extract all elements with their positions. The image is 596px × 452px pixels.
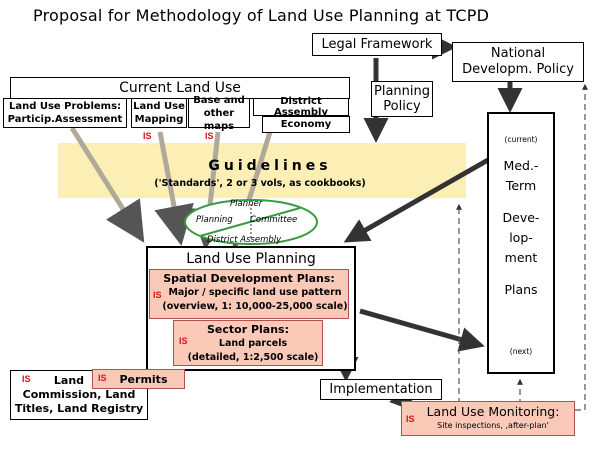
sector-plans-line2: (detailed, 1:2,500 scale) xyxy=(187,352,319,363)
land-commission-line1: Land xyxy=(53,374,85,387)
med-term-next: (next) xyxy=(509,347,533,356)
monitoring-title: Land Use Monitoring: xyxy=(426,404,560,419)
guidelines-subtitle: ('Standards', 2 or 3 vols, as cookbooks) xyxy=(154,178,366,189)
committee-planner-label: Planner xyxy=(230,199,263,209)
committee-district-label: District Assembly xyxy=(207,235,282,245)
monitoring-box: Land Use Monitoring: Site inspections, ,… xyxy=(401,401,575,436)
monitoring-subtitle: Site inspections, ,after-plan' xyxy=(437,421,549,430)
planning-policy-box: Planning Policy xyxy=(371,81,433,117)
national-policy-line2: Developm. Policy xyxy=(462,62,574,77)
legal-framework-label: Legal Framework xyxy=(321,37,433,52)
is-tag-monitoring: IS xyxy=(406,414,415,424)
is-tag-base-maps: IS xyxy=(205,131,214,141)
sector-plans-line1: Land parcels xyxy=(218,338,288,349)
economy-box: Economy xyxy=(262,116,350,133)
land-use-mapping-line2: Mapping xyxy=(134,114,184,125)
med-term-text: Med.- Term Deve- lop- ment Plans xyxy=(489,156,553,300)
committee-committee-label: Committee xyxy=(250,215,298,225)
is-tag-sector: IS xyxy=(179,336,188,346)
land-commission-line3: Titles, Land Registry xyxy=(14,402,144,415)
med-term-line6: Plans xyxy=(504,282,538,297)
land-use-problems-box: Land Use Problems: Particip.Assessment xyxy=(3,98,127,128)
sector-plans-box: Sector Plans: Land parcels (detailed, 1:… xyxy=(173,320,323,366)
committee-planning-label: Planning xyxy=(196,215,233,225)
base-maps-line2: other maps xyxy=(203,107,235,132)
med-term-plans-box: (current) Med.- Term Deve- lop- ment Pla… xyxy=(487,112,555,374)
is-tag-commission: IS xyxy=(22,374,31,384)
land-use-mapping-line1: Land Use xyxy=(133,101,185,112)
med-term-current: (current) xyxy=(504,135,538,144)
legal-framework-box: Legal Framework xyxy=(312,33,442,56)
diagram-title: Proposal for Methodology of Land Use Pla… xyxy=(33,6,490,25)
med-term-line3: Deve- xyxy=(502,210,540,225)
planning-policy-line2: Policy xyxy=(383,99,421,114)
is-tag-mapping: IS xyxy=(143,131,152,141)
district-assembly-label: District Assembly xyxy=(274,96,328,118)
land-use-problems-line1: Land Use Problems: xyxy=(8,101,122,112)
spatial-plans-line1: Major / specific land use pattern xyxy=(168,287,342,298)
sector-plans-title: Sector Plans: xyxy=(206,323,289,336)
land-commission-line2: Commission, Land xyxy=(22,388,136,401)
district-assembly-box: District Assembly xyxy=(253,96,349,118)
land-use-planning-title: Land Use Planning xyxy=(186,251,316,267)
guidelines-title: Guidelines xyxy=(208,158,332,174)
med-term-line4: lop- xyxy=(509,230,533,245)
med-term-line5: ment xyxy=(504,250,538,265)
med-term-line1: Med.- xyxy=(503,158,539,173)
land-use-mapping-box: Land Use Mapping xyxy=(131,98,187,128)
med-term-line2: Term xyxy=(505,178,537,193)
is-tag-spatial: IS xyxy=(153,290,162,300)
spatial-plans-line2: (overview, 1: 10,000-25,000 scale) xyxy=(162,301,348,312)
national-policy-line1: National xyxy=(490,46,546,61)
implementation-box: Implementation xyxy=(320,379,442,400)
planning-policy-line1: Planning xyxy=(374,84,430,99)
national-policy-box: National Developm. Policy xyxy=(452,42,584,82)
permits-box: Permits xyxy=(92,369,185,389)
permits-label: Permits xyxy=(119,372,168,386)
base-maps-box: Base and other maps xyxy=(188,95,250,132)
land-use-problems-line2: Particip.Assessment xyxy=(7,114,123,125)
base-maps-line1: Base and xyxy=(193,94,245,106)
spatial-plans-title: Spatial Development Plans: xyxy=(163,272,335,285)
economy-label: Economy xyxy=(280,119,332,130)
implementation-label: Implementation xyxy=(329,382,433,397)
spatial-plans-box: Spatial Development Plans: Major / speci… xyxy=(149,269,349,319)
is-tag-permits: IS xyxy=(98,373,107,383)
current-land-use-label: Current Land Use xyxy=(119,80,241,96)
